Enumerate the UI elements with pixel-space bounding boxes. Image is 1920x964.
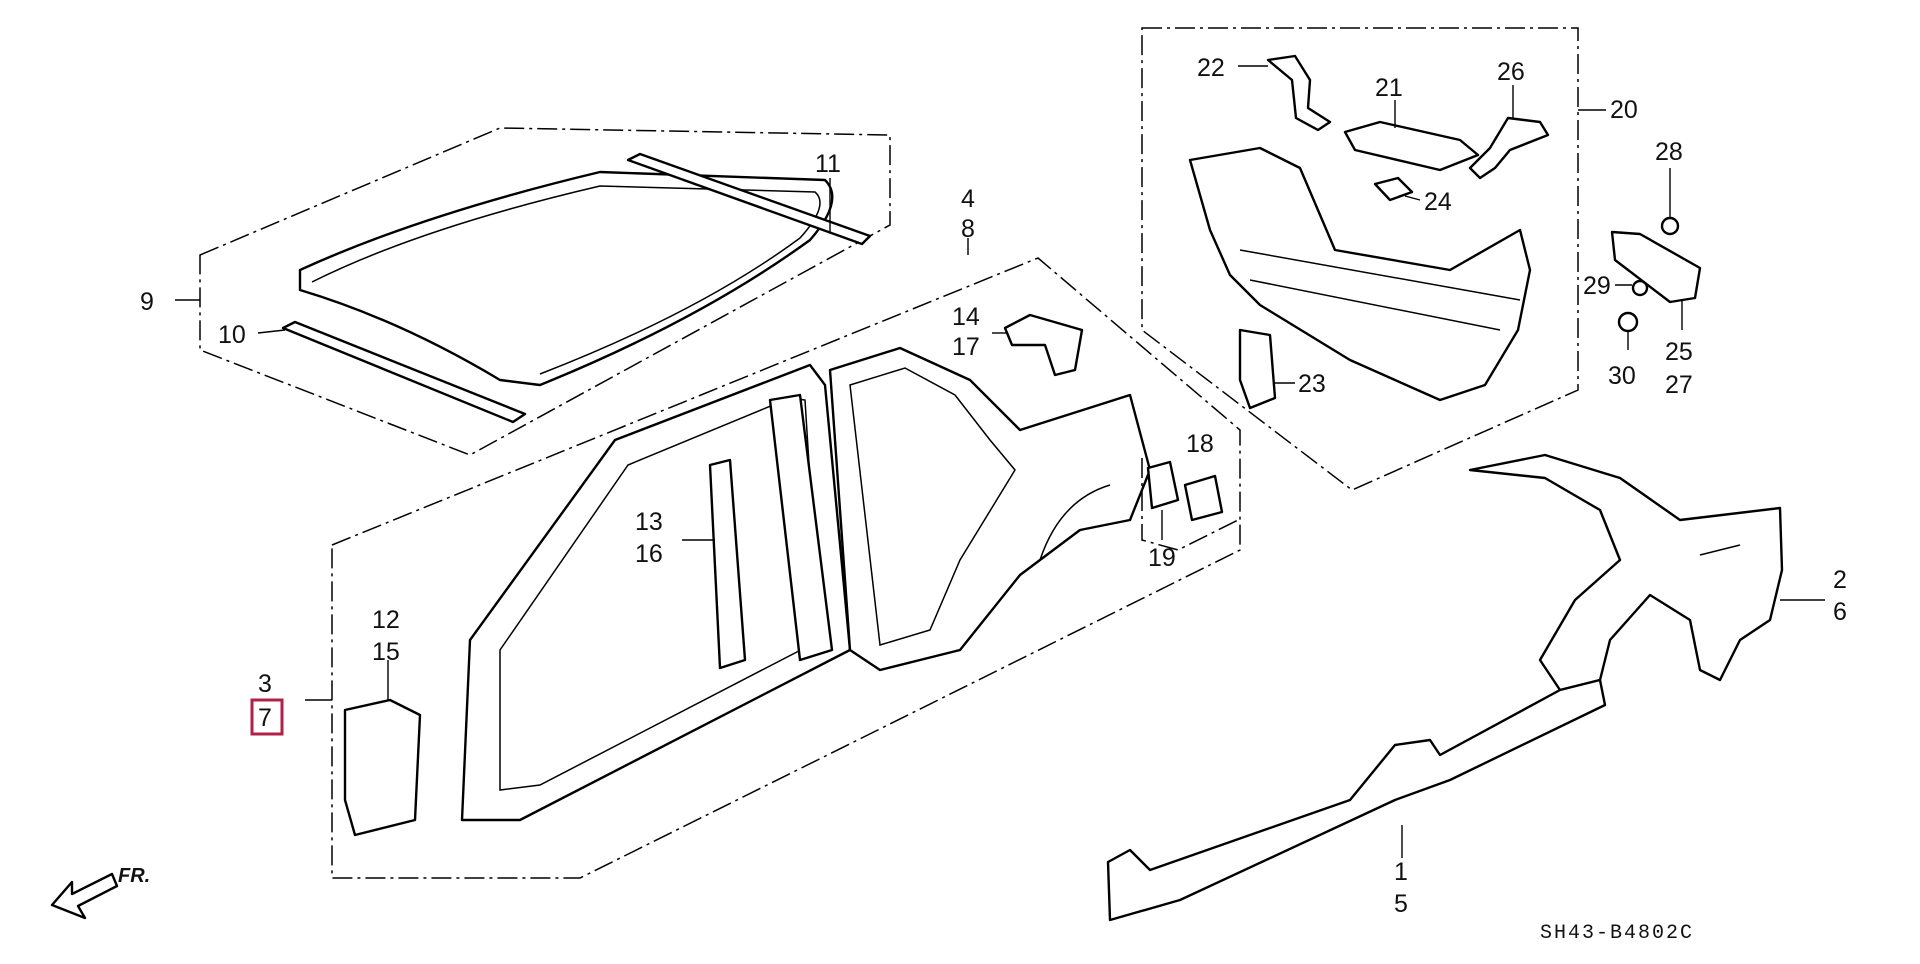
leader-10 (257, 329, 286, 334)
plate-23[interactable] (1238, 328, 1277, 410)
leader-24 (1404, 195, 1421, 201)
callout-2[interactable]: 2 (1833, 566, 1847, 594)
brace-14-17[interactable] (1003, 313, 1084, 377)
callout-19[interactable]: 19 (1148, 544, 1176, 572)
bracket-26[interactable] (1468, 116, 1550, 180)
callout-21[interactable]: 21 (1375, 74, 1403, 102)
callout-20[interactable]: 20 (1610, 96, 1638, 124)
door-opening-rear (849, 367, 1016, 646)
callout-12[interactable]: 12 (372, 606, 400, 634)
quarter-and-sill-group (1106, 453, 1825, 922)
rear-panel-group (1141, 27, 1702, 491)
pocket-frame (1141, 458, 1239, 551)
callout-30[interactable]: 30 (1608, 362, 1636, 390)
callout-3[interactable]: 3 (258, 670, 272, 698)
callout-13[interactable]: 13 (635, 508, 663, 536)
bracket-25-27[interactable] (1610, 230, 1702, 304)
pocket-19[interactable] (1146, 460, 1180, 510)
rear-panel-20[interactable] (1188, 146, 1532, 402)
pocket-18[interactable] (1183, 474, 1224, 522)
callout-25[interactable]: 25 (1665, 338, 1693, 366)
side-panel-group (305, 238, 1241, 879)
callout-7-highlight (250, 698, 284, 736)
front-label: FR. (118, 865, 150, 887)
side-sill-1-5[interactable] (1106, 678, 1607, 922)
callout-7[interactable]: 7 (258, 704, 272, 732)
callout-29[interactable]: 29 (1583, 272, 1611, 300)
callout-22[interactable]: 22 (1197, 54, 1225, 82)
front-side-outer-panel[interactable] (460, 363, 852, 822)
bolt-28[interactable] (1660, 216, 1680, 236)
roof-panel[interactable] (298, 170, 834, 387)
callout-14[interactable]: 14 (952, 303, 980, 331)
arrow-left-icon (50, 872, 119, 920)
callout-6[interactable]: 6 (1833, 598, 1847, 626)
callout-10[interactable]: 10 (218, 321, 246, 349)
callout-1[interactable]: 1 (1394, 858, 1408, 886)
roof-panel-edge (311, 185, 821, 375)
callout-8[interactable]: 8 (961, 215, 975, 243)
side-panel-group-frame (331, 257, 1241, 879)
roof-rail-11[interactable] (626, 152, 872, 246)
callout-24[interactable]: 24 (1424, 188, 1452, 216)
callout-17[interactable]: 17 (952, 333, 980, 361)
center-pillar[interactable] (768, 393, 834, 662)
callout-9[interactable]: 9 (140, 288, 154, 316)
callout-26[interactable]: 26 (1497, 58, 1525, 86)
callout-23[interactable]: 23 (1298, 370, 1326, 398)
callout-labels: 9 10 11 4 8 3 7 12 15 13 16 14 17 18 19 … (140, 54, 1847, 918)
callout-5[interactable]: 5 (1394, 890, 1408, 918)
wheel-arch (1039, 484, 1111, 561)
crossmember-21[interactable] (1343, 120, 1480, 172)
bracket-22[interactable] (1266, 54, 1332, 132)
inner-pillar-13-16[interactable] (708, 458, 747, 670)
callout-28[interactable]: 28 (1655, 138, 1683, 166)
nut-30[interactable] (1617, 311, 1639, 333)
clip-24[interactable] (1373, 176, 1414, 202)
roof-group (175, 127, 891, 456)
fuel-door-outline (1699, 544, 1741, 556)
callout-15[interactable]: 15 (372, 638, 400, 666)
roof-group-frame (199, 127, 891, 456)
diagram-code: SH43-B4802C (1540, 922, 1694, 945)
callout-4[interactable]: 4 (961, 185, 975, 213)
bolt-29[interactable] (1631, 279, 1649, 297)
rear-panel-group-frame (1141, 27, 1579, 491)
rear-panel-rib (1249, 279, 1501, 331)
rear-quarter-panel-2-6[interactable] (1468, 453, 1784, 692)
callout-27[interactable]: 27 (1665, 371, 1693, 399)
roof-rail-10[interactable] (281, 320, 527, 424)
rear-panel-rib-2 (1239, 249, 1521, 301)
bracket-12-15[interactable] (343, 698, 422, 837)
rear-side-outer-panel[interactable] (828, 346, 1152, 672)
callout-18[interactable]: 18 (1186, 430, 1214, 458)
callout-16[interactable]: 16 (635, 540, 663, 568)
front-direction-arrow: FR. (50, 865, 150, 920)
callout-11[interactable]: 11 (815, 150, 841, 178)
